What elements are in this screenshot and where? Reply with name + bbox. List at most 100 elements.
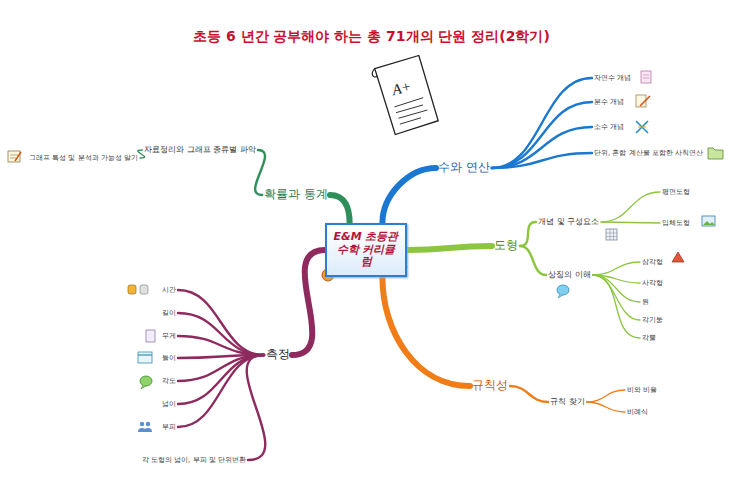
grid-icon — [606, 229, 617, 240]
topic-label: 비례식 — [627, 408, 648, 416]
branch-line — [492, 153, 592, 168]
branch-line — [510, 386, 548, 402]
pencil-icon — [636, 95, 650, 107]
doc-icon — [146, 330, 155, 342]
topic-node: 규칙 찾기 — [548, 396, 587, 407]
topic-node: 자연수 개념 — [592, 73, 633, 83]
branch-line — [587, 390, 625, 402]
central-label: E&M 초등관 수학 커리큘럼 — [333, 231, 399, 269]
central-topic: E&M 초등관 수학 커리큘럼 — [325, 223, 407, 277]
folder-icon — [708, 148, 723, 159]
topic-node: 각기둥 — [640, 315, 665, 325]
topic-node: 소수 개념 — [592, 122, 626, 132]
dna-icon — [636, 121, 648, 133]
topic-node: 삼각형 — [640, 257, 665, 267]
topic-node: 부피 — [160, 422, 178, 432]
branch-line — [330, 195, 350, 223]
topic-node: 길이 — [160, 308, 178, 318]
orange-bullet — [322, 269, 334, 281]
topic-label: 그래프 특성 및 분석과 가능성 알기 — [29, 154, 138, 162]
topic-label: 상징의 이해 — [548, 270, 591, 279]
window-icon — [138, 352, 152, 363]
topic-label: 분수 개념 — [594, 98, 624, 106]
topic-node: 수와 연산 — [436, 160, 492, 176]
topic-label: 각기둥 — [642, 316, 663, 324]
topic-node: 규칙성 — [470, 378, 510, 394]
people-icon — [138, 422, 152, 432]
topic-label: 규칙 찾기 — [550, 397, 585, 406]
topic-label: 넓이 — [162, 400, 176, 408]
topic-node: 무게 — [160, 331, 178, 341]
topic-node: 확률과 통계 — [262, 187, 330, 203]
topic-node: 각 도형의 넓이, 부피 및 단위변환 — [140, 455, 248, 465]
bubble-icon — [140, 376, 152, 389]
branch-line — [178, 313, 264, 355]
topic-label: 규칙성 — [472, 379, 508, 393]
branch-line — [382, 277, 470, 386]
topic-node: 측정 — [264, 347, 292, 363]
topic-label: 도형 — [494, 239, 518, 253]
topic-label: 부피 — [162, 423, 176, 431]
topic-label: 각 도형의 넓이, 부피 및 단위변환 — [142, 456, 246, 464]
topic-node: 각뿔 — [640, 333, 658, 343]
topic-node: 상징의 이해 — [546, 269, 593, 280]
branch-line — [587, 402, 625, 412]
branch-line — [255, 150, 265, 195]
topic-label: 소수 개념 — [594, 123, 624, 131]
topic-node: 평면도형 — [660, 187, 692, 197]
branch-line — [382, 168, 436, 223]
topic-label: 무게 — [162, 332, 176, 340]
topic-label: 길이 — [162, 309, 176, 317]
topic-node: 시간 — [160, 285, 178, 295]
branch-line — [593, 275, 640, 338]
branch-line — [601, 192, 660, 222]
branch-line — [492, 102, 592, 168]
topic-node: 단위, 혼합 계산을 포함한 사칙연산 — [592, 148, 705, 158]
branch-line — [178, 336, 264, 355]
topic-label: 시간 — [162, 286, 176, 294]
topic-label: 원 — [642, 298, 649, 306]
topic-label: 수와 연산 — [438, 161, 490, 175]
topic-label: 삼각형 — [642, 258, 663, 266]
topic-label: 비와 비율 — [627, 386, 657, 394]
topic-node: 들이 — [160, 353, 178, 363]
triangle-icon — [672, 252, 684, 262]
branch-line — [601, 221, 660, 223]
branch-line — [520, 222, 536, 246]
branch-line — [492, 127, 592, 168]
topic-node: 분수 개념 — [592, 97, 626, 107]
topic-label: 평면도형 — [662, 188, 690, 196]
topic-label: 들이 — [162, 354, 176, 362]
topic-label: 각뿔 — [642, 334, 656, 342]
branch-line — [247, 355, 266, 460]
topic-node: 비와 비율 — [625, 385, 659, 395]
topic-label: 단위, 혼합 계산을 포함한 사칙연산 — [594, 149, 703, 157]
topic-node: 그래프 특성 및 분석과 가능성 알기 — [27, 153, 140, 163]
branch-line — [593, 275, 640, 320]
note-icon — [8, 151, 21, 162]
picture-icon — [702, 216, 715, 226]
topic-label: 자료정리와 그래프 종류별 파악 — [144, 145, 256, 154]
branch-line — [593, 262, 640, 275]
paper-illustration — [371, 55, 439, 137]
page-title: 초등 6 년간 공부해야 하는 총 71개의 단원 정리(2학기) — [0, 28, 743, 46]
paper-grade: A+ — [390, 78, 413, 99]
topic-node: 각도 — [160, 376, 178, 386]
topic-label: 자연수 개념 — [594, 74, 631, 82]
doc-icon — [641, 71, 651, 83]
topic-label: 측정 — [266, 348, 290, 362]
topic-node: 개념 및 구성요소 — [536, 216, 601, 227]
branch-line — [292, 250, 325, 355]
check-mark — [397, 266, 407, 275]
topic-node: 넓이 — [160, 399, 178, 409]
branch-line — [407, 246, 492, 250]
topic-label: 개념 및 구성요소 — [538, 217, 599, 226]
branch-line — [138, 150, 145, 158]
topic-node: 비례식 — [625, 407, 650, 417]
topic-label: 사각형 — [642, 279, 663, 287]
branch-line — [178, 355, 264, 404]
topic-label: 입체도형 — [662, 219, 690, 227]
topic-label: 각도 — [162, 377, 176, 385]
topic-node: 입체도형 — [660, 218, 692, 228]
